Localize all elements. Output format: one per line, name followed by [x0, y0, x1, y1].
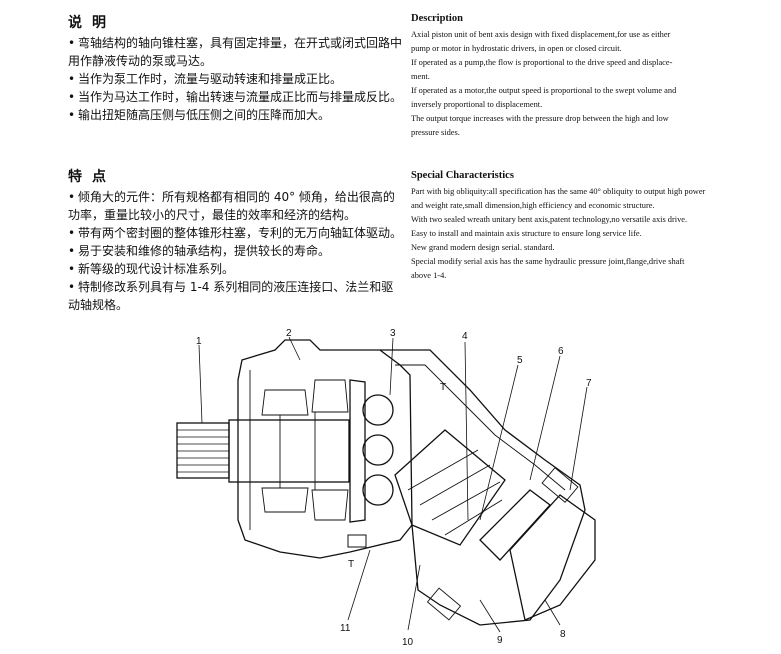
drive-plate: [349, 379, 366, 523]
drive-shaft: [228, 419, 350, 483]
text-line: If operated as a motor,the output speed …: [411, 86, 677, 95]
ball-joint: [362, 434, 394, 466]
front-housing: [237, 339, 413, 559]
callout-1: 1: [196, 336, 202, 347]
bent-housing: [380, 349, 586, 626]
list-item: •倾角大的元件：所有规格都有相同的 40° 倾角，给出很高的功率，重量比较小的尺…: [68, 190, 395, 222]
text-line: pressure sides.: [411, 128, 460, 137]
callout-6: 6: [558, 346, 564, 357]
cn-description-list: •弯轴结构的轴向锥柱塞，具有固定排量，在开式或闭式回路中用作静液传动的泵或马达。…: [68, 34, 404, 124]
text-line: above 1-4.: [411, 271, 447, 280]
spline-shaft: [176, 422, 230, 479]
text-line: Special modify serial axis has the same …: [411, 257, 685, 266]
text-line: Axial piston unit of bent axis design wi…: [411, 30, 671, 39]
en-description-section: Description Axial piston unit of bent ax…: [411, 13, 751, 140]
cn-features-section: 特点 •倾角大的元件：所有规格都有相同的 40° 倾角，给出很高的功率，重量比较…: [68, 166, 404, 314]
text-line: New grand modern design serial. standard…: [411, 243, 555, 252]
cn-description-section: 说明 •弯轴结构的轴向锥柱塞，具有固定排量，在开式或闭式回路中用作静液传动的泵或…: [68, 12, 404, 124]
text-line: inversely proportional to displacement.: [411, 100, 543, 109]
callout-2: 2: [286, 328, 292, 339]
callout-4: 4: [462, 331, 468, 342]
t-label: T: [440, 382, 446, 393]
port: [347, 534, 367, 548]
list-item: •新等级的现代设计标准系列。: [68, 262, 235, 276]
text-line: Easy to install and maintain axis struct…: [411, 229, 642, 238]
callout-11: 11: [340, 623, 351, 634]
callout-8: 8: [560, 629, 566, 640]
list-item: •当作为泵工作时，流量与驱动转速和排量成正比。: [68, 72, 343, 86]
pump-cross-section-diagram: 1 2 3 4 5 6 7 8 9 10 11 T T: [176, 328, 596, 648]
list-item: •易于安装和维修的轴承结构，提供较长的寿命。: [68, 244, 331, 258]
callout-9: 9: [497, 635, 503, 646]
en-features-heading: Special Characteristics: [411, 170, 514, 181]
cn-description-heading: 说明: [68, 15, 116, 31]
list-item: •当作为马达工作时，输出转速与流量成正比而与排量成反比。: [68, 90, 403, 104]
cn-features-heading: 特点: [68, 169, 116, 185]
callout-10: 10: [402, 637, 414, 648]
list-item: •带有两个密封圈的整体锥形柱塞，专利的无万向轴缸体驱动。: [68, 226, 403, 240]
upper-bearing: [261, 389, 309, 416]
ball-joint: [362, 474, 394, 506]
cn-features-list: •倾角大的元件：所有规格都有相同的 40° 倾角，给出很高的功率，重量比较小的尺…: [68, 188, 404, 314]
text-line: and weight rate,small dimension,high eff…: [411, 201, 655, 210]
t-label: T: [348, 559, 354, 570]
port-plate: [479, 489, 551, 561]
text-line: The output torque increases with the pre…: [411, 114, 669, 123]
text-line: pump or motor in hydrostatic drivers, in…: [411, 44, 622, 53]
en-description-heading: Description: [411, 13, 463, 24]
text-line: With two sealed wreath unitary bent axis…: [411, 215, 688, 224]
end-cover: [509, 494, 596, 621]
list-item: •特制修改系列具有与 1-4 系列相同的液压连接口、法兰和驱动轴规格。: [68, 280, 394, 312]
callout-5: 5: [517, 355, 523, 366]
list-item: •输出扭矩随高压侧与低压侧之间的压降而加大。: [68, 108, 331, 122]
list-item: •弯轴结构的轴向锥柱塞，具有固定排量，在开式或闭式回路中用作静液传动的泵或马达。: [68, 36, 403, 68]
callout-7: 7: [586, 378, 592, 389]
en-features-section: Special Characteristics Part with big ob…: [411, 170, 751, 283]
text-line: If operated as a pump,the flow is propor…: [411, 58, 673, 67]
lower-bearing: [261, 487, 309, 513]
ball-joint: [362, 394, 394, 426]
text-line: Part with big obliquity:all specificatio…: [411, 187, 706, 196]
text-line: ment.: [411, 72, 430, 81]
callout-3: 3: [390, 328, 396, 339]
